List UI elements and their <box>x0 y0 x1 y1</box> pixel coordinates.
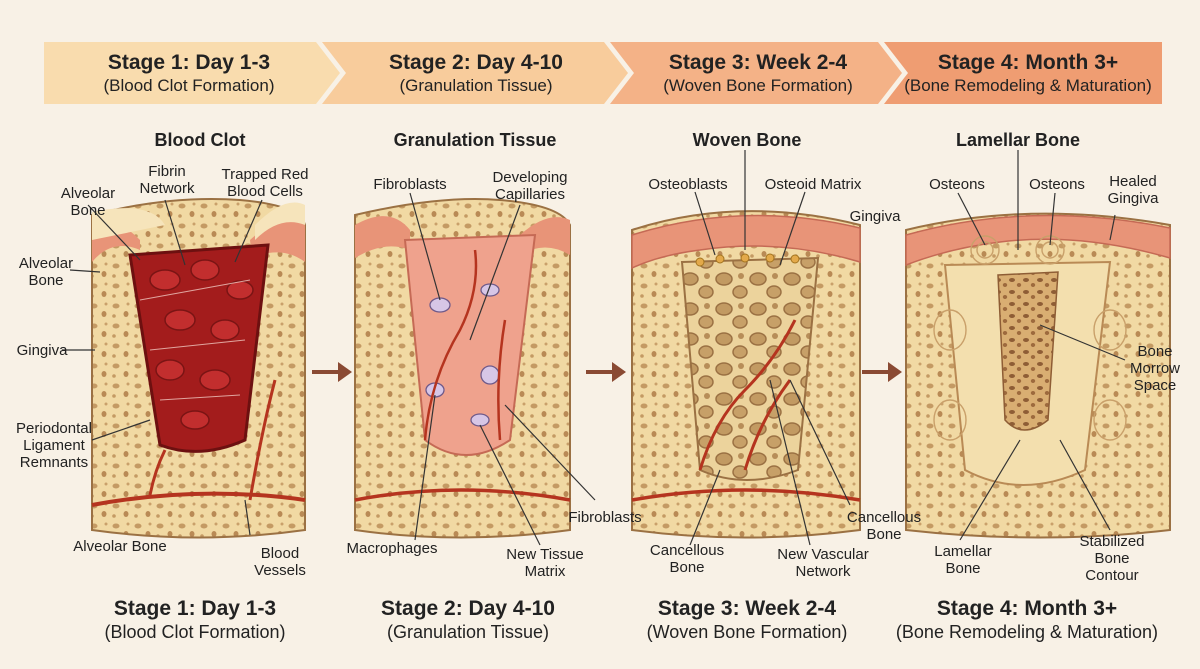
caption-stage-1: Stage 1: Day 1-3 (Blood Clot Formation) <box>45 596 345 643</box>
banner-stage-4-title: Stage 4: Month 3+ <box>937 51 1119 74</box>
label-macrophages: Macrophages <box>346 540 438 557</box>
panel-3-woven-bone <box>631 210 861 539</box>
banner-stage-1-subtitle: (Blood Clot Formation) <box>103 76 275 95</box>
label-osteons-left: Osteons <box>929 176 985 193</box>
label-osteoblasts: Osteoblasts <box>648 176 728 193</box>
leader-lines <box>62 150 1126 546</box>
panel-2-title: Granulation Tissue <box>393 130 557 150</box>
banner-chevron-1 <box>44 42 340 104</box>
banner-stage-2-subtitle: (Granulation Tissue) <box>399 76 553 95</box>
right-arrow-icon <box>862 362 902 382</box>
banner-chevron-4 <box>884 42 1162 104</box>
caption-stage-1-title: Stage 1: Day 1-3 <box>113 597 277 620</box>
banner-chevron-3 <box>610 42 902 104</box>
banner-stage-1: Stage 1: Day 1-3 (Blood Clot Formation) <box>44 46 334 102</box>
panel-3-title: Woven Bone <box>692 130 802 150</box>
panel-1-blood-clot <box>91 198 306 539</box>
caption-stage-3: Stage 3: Week 2-4 (Woven Bone Formation) <box>597 596 897 643</box>
label-gingiva-stage3: Gingiva <box>849 208 901 225</box>
right-arrow-icon <box>586 362 626 382</box>
caption-stage-1-subtitle: (Blood Clot Formation) <box>104 622 286 642</box>
banner-stage-2-title: Stage 2: Day 4-10 <box>389 51 563 74</box>
banner-stage-3-title: Stage 3: Week 2-4 <box>668 51 848 74</box>
right-arrow-icon <box>312 362 352 382</box>
banner-stage-3: Stage 3: Week 2-4 (Woven Bone Formation) <box>628 46 888 102</box>
label-osteons-right: Osteons <box>1029 176 1085 193</box>
caption-stage-2-title: Stage 2: Day 4-10 <box>381 597 555 620</box>
banner-stage-4: Stage 4: Month 3+ (Bone Remodeling & Mat… <box>880 46 1176 102</box>
caption-stage-4: Stage 4: Month 3+ (Bone Remodeling & Mat… <box>877 596 1177 643</box>
banner-stage-1-title: Stage 1: Day 1-3 <box>107 51 271 74</box>
banner-chevron-2 <box>322 42 628 104</box>
label-fibroblasts-bottom: Fibroblasts <box>568 509 642 526</box>
caption-stage-2: Stage 2: Day 4-10 (Granulation Tissue) <box>318 596 618 643</box>
caption-stage-4-subtitle: (Bone Remodeling & Maturation) <box>895 622 1159 642</box>
caption-stage-4-title: Stage 4: Month 3+ <box>936 597 1118 620</box>
caption-stage-3-subtitle: (Woven Bone Formation) <box>646 622 848 642</box>
caption-stage-3-title: Stage 3: Week 2-4 <box>657 597 837 620</box>
banner-stage-2: Stage 2: Day 4-10 (Granulation Tissue) <box>340 46 612 102</box>
label-alveolar-bone-bottom: Alveolar Bone <box>73 538 167 555</box>
panel-2-granulation <box>354 198 571 539</box>
panel-4-title: Lamellar Bone <box>955 130 1081 150</box>
panel-1-title: Blood Clot <box>154 130 246 150</box>
banner-stage-3-subtitle: (Woven Bone Formation) <box>663 76 853 95</box>
stage-banner <box>44 42 1162 104</box>
label-gingiva: Gingiva <box>16 342 68 359</box>
label-osteoid-matrix: Osteoid Matrix <box>764 176 862 193</box>
panel-4-lamellar-bone <box>905 212 1171 539</box>
banner-stage-4-subtitle: (Bone Remodeling & Maturation) <box>904 76 1152 95</box>
label-fibroblasts-top: Fibroblasts <box>373 176 447 193</box>
caption-stage-2-subtitle: (Granulation Tissue) <box>386 622 550 642</box>
